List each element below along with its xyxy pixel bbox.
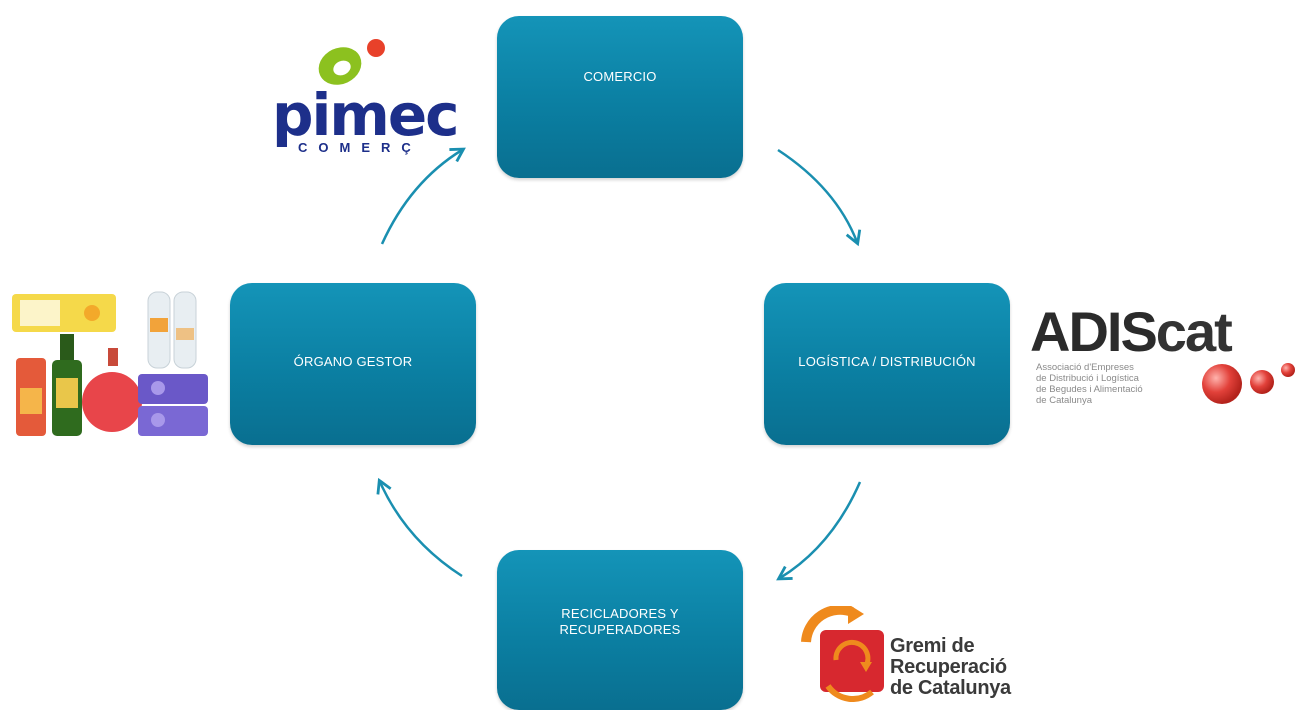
adiscat-wordmark-b: cat	[1155, 300, 1233, 363]
node-comercio: COMERCIO	[497, 16, 743, 178]
node-logistica-label: LOGÍSTICA / DISTRIBUCIÓN	[798, 354, 976, 369]
node-recicladores-label: RECICLADORES Y RECUPERADORES	[559, 606, 681, 637]
node-logistica-distribucion: LOGÍSTICA / DISTRIBUCIÓN	[764, 283, 1010, 445]
beverage-packaging-image	[12, 291, 208, 436]
pimec-logo: pimec COMERÇ	[272, 36, 460, 156]
node-organo-label: ÓRGANO GESTOR	[293, 354, 413, 369]
arrow-organo-to-comercio	[380, 147, 466, 245]
node-recicladores-recuperadores: RECICLADORES Y RECUPERADORES	[497, 550, 743, 710]
node-comercio-label: COMERCIO	[583, 69, 657, 84]
adiscat-tagline: Associació d'Empreses de Distribució i L…	[1036, 362, 1143, 406]
adiscat-logo: ADIScat Associació d'Empreses de Distrib…	[1030, 302, 1306, 432]
gremi-text: Gremi de Recuperació de Catalunya	[890, 635, 1011, 699]
arrow-comercio-to-logistica	[777, 148, 862, 247]
pimec-leaf-icon	[318, 39, 385, 85]
node-organo-gestor: ÓRGANO GESTOR	[230, 283, 476, 445]
pimec-wordmark: pimec	[272, 81, 460, 149]
pimec-subtitle: COMERÇ	[298, 140, 422, 155]
arrow-logistica-to-recicladores	[776, 481, 862, 581]
adiscat-spheres-icon	[1202, 363, 1295, 404]
gremi-logo: Gremi de Recuperació de Catalunya	[792, 606, 1052, 706]
adiscat-wordmark: ADIScat	[1030, 300, 1233, 363]
adiscat-wordmark-a: ADIS	[1030, 300, 1158, 363]
arrow-recicladores-to-organo	[376, 477, 463, 578]
gremi-recycle-icon	[801, 606, 884, 702]
